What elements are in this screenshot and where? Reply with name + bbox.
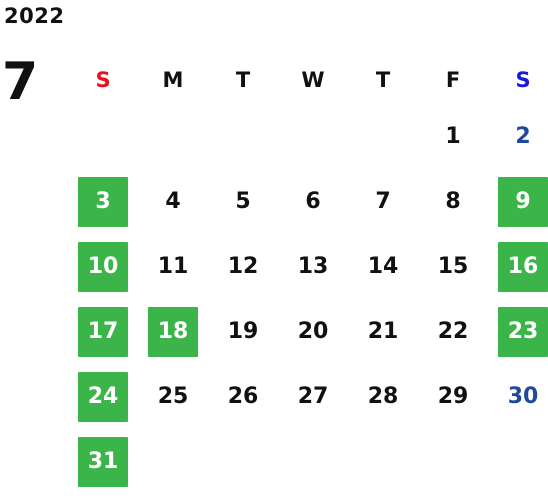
weekday-header: T [375,68,391,92]
day-cell[interactable]: 3 [68,169,138,234]
day-cell[interactable]: 27 [278,364,348,429]
highlighted-day-number: 10 [78,241,128,292]
day-number: 21 [367,319,399,344]
day-number: 4 [165,189,181,214]
day-cell[interactable]: 25 [138,364,208,429]
highlighted-day-number: 31 [78,436,128,487]
day-number: 7 [375,189,391,214]
day-number: 1 [445,124,461,149]
day-number: 12 [227,254,259,279]
day-number: 2 [515,124,531,149]
month-label: 7 [2,52,39,112]
highlighted-day-number: 23 [498,306,548,357]
day-cell[interactable]: 7 [348,169,418,234]
day-cell[interactable]: 30 [488,364,548,429]
day-number: 27 [297,384,329,409]
day-number: 5 [235,189,251,214]
day-number: 30 [507,384,539,409]
day-cell[interactable]: 24 [68,364,138,429]
weekday-header: T [235,68,251,92]
day-cell[interactable]: 23 [488,299,548,364]
day-number: 28 [367,384,399,409]
day-cell[interactable]: 26 [208,364,278,429]
day-cell[interactable]: 16 [488,234,548,299]
day-number: 13 [297,254,329,279]
day-cell[interactable]: 6 [278,169,348,234]
empty-day-cell [278,104,348,169]
empty-day-cell [138,104,208,169]
day-cell[interactable]: 19 [208,299,278,364]
weekday-header: W [301,68,325,92]
day-cell[interactable]: 21 [348,299,418,364]
highlighted-day-number: 18 [148,306,198,357]
year-label: 2022 [4,4,65,28]
day-cell[interactable]: 1 [418,104,488,169]
day-number: 22 [437,319,469,344]
highlighted-day-number: 17 [78,306,128,357]
day-cell[interactable]: 22 [418,299,488,364]
day-cell[interactable]: 10 [68,234,138,299]
empty-day-cell [68,104,138,169]
day-number: 14 [367,254,399,279]
day-number: 26 [227,384,259,409]
day-number: 19 [227,319,259,344]
day-cell[interactable]: 20 [278,299,348,364]
day-number: 25 [157,384,189,409]
day-cell[interactable]: 18 [138,299,208,364]
weekday-header: F [445,68,461,92]
day-cell[interactable]: 11 [138,234,208,299]
day-cell[interactable]: 8 [418,169,488,234]
weekday-header: M [162,68,184,92]
empty-day-cell [208,104,278,169]
day-cell[interactable]: 2 [488,104,548,169]
day-number: 6 [305,189,321,214]
weekday-header: S [95,68,111,92]
day-cell[interactable]: 14 [348,234,418,299]
highlighted-day-number: 24 [78,371,128,422]
day-cell[interactable]: 5 [208,169,278,234]
highlighted-day-number: 9 [498,176,548,227]
day-cell[interactable]: 29 [418,364,488,429]
day-cell[interactable]: 15 [418,234,488,299]
day-number: 11 [157,254,189,279]
day-number: 29 [437,384,469,409]
highlighted-day-number: 3 [78,176,128,227]
highlighted-day-number: 16 [498,241,548,292]
day-cell[interactable]: 17 [68,299,138,364]
day-cell[interactable]: 4 [138,169,208,234]
day-cell[interactable]: 28 [348,364,418,429]
weekday-header: S [515,68,531,92]
day-cell[interactable]: 12 [208,234,278,299]
day-cell[interactable]: 13 [278,234,348,299]
day-cell[interactable]: 9 [488,169,548,234]
day-cell[interactable]: 31 [68,429,138,494]
day-number: 20 [297,319,329,344]
day-number: 15 [437,254,469,279]
empty-day-cell [348,104,418,169]
day-number: 8 [445,189,461,214]
